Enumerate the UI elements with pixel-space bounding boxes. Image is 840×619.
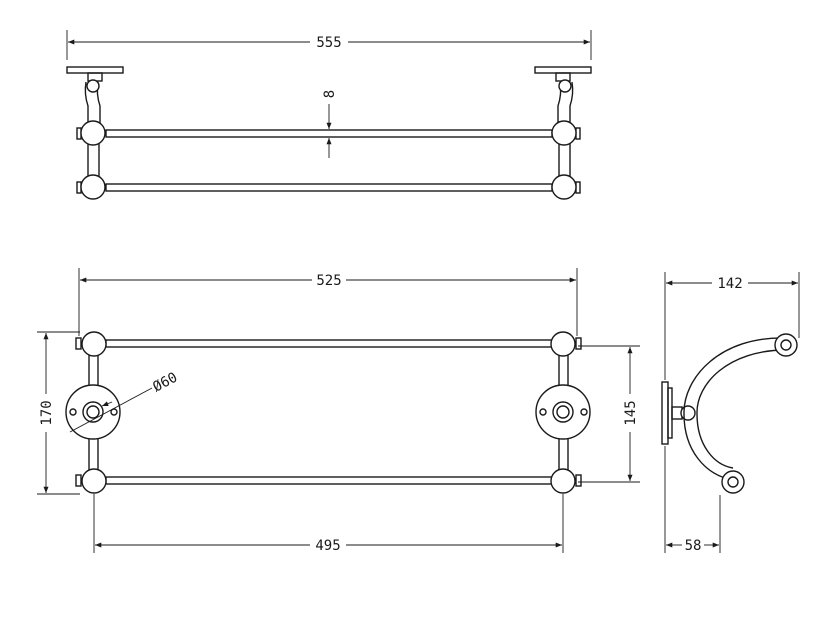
side-wall-plate [661,381,669,445]
left-rose-boss-inner [86,405,100,419]
joint-cap [575,474,582,487]
side-bracket-outer [683,337,787,481]
top-view-joint-upper-right [551,120,577,146]
side-upper-bar-end [774,333,798,357]
right-rose-boss-inner [556,405,570,419]
front-outer-dimension: 525 [316,273,341,289]
front-joint-lower-left [81,468,107,494]
joint-cap [75,337,82,350]
front-view: 525 Ø60 [37,268,640,554]
top-view-upper-bar [105,129,553,138]
screw-hole [539,408,547,416]
top-view-lower-bar [105,183,553,192]
side-upper-bar-end-inner [780,339,792,351]
height-bars-dimension: 145 [623,400,639,425]
front-joint-upper-left [81,331,107,357]
rose-diameter-dimension: Ø60 [150,370,180,396]
front-lower-bar [105,476,553,485]
screw-hole [110,408,118,416]
joint-cap [575,337,582,350]
right-wall-plate [534,66,592,74]
left-wall-plate [66,66,124,74]
side-lower-bar-end-inner [727,476,739,488]
right-arm-knuckle [558,79,572,93]
side-lower-bar-end [721,470,745,494]
side-view: 142 58 [661,272,800,554]
side-knuckle [680,405,696,421]
front-joint-lower-right [550,468,576,494]
screw-hole [69,408,77,416]
joint-cap [75,474,82,487]
left-arm-knuckle [86,79,100,93]
top-view-joint-upper-left [80,120,106,146]
height-outer-dimension: 170 [39,400,55,425]
left-rose-boss [82,401,104,423]
bar-spacing-dimension: 8 [322,90,338,98]
screw-hole [580,408,588,416]
front-joint-upper-right [550,331,576,357]
top-width-dimension: 555 [316,35,341,51]
rose-diameter-leader [69,387,153,433]
side-bracket-inner [696,349,787,469]
top-view-joint-lower-left [80,174,106,200]
right-rose-boss [552,401,574,423]
front-upper-bar [105,339,553,348]
top-view-joint-lower-right [551,174,577,200]
front-inner-dimension: 495 [315,538,340,554]
rose-diameter-arrow [101,401,113,407]
side-offset-dimension: 58 [685,538,702,554]
side-depth-dimension: 142 [717,276,742,292]
top-view: 555 8 [66,30,592,200]
